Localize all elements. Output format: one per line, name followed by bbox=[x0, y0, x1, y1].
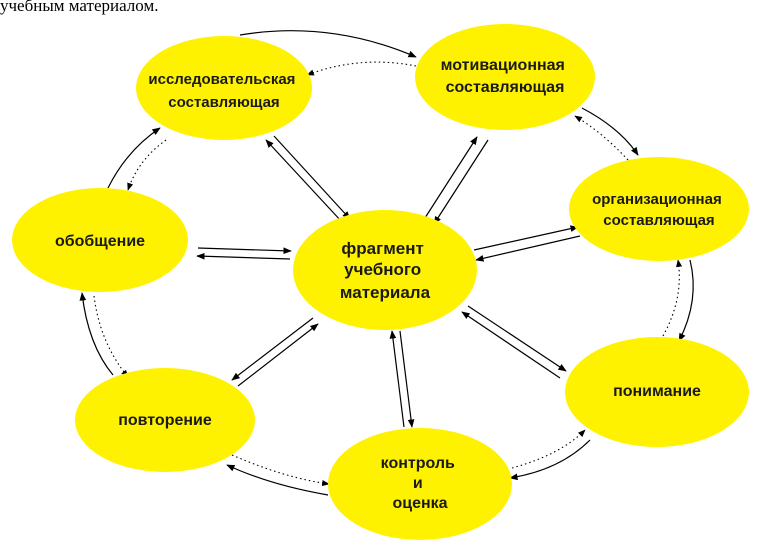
arc-understanding-to-control bbox=[509, 439, 591, 481]
arrow-center-to-organization bbox=[473, 225, 579, 251]
node-center: фрагмент учебного материала bbox=[293, 210, 477, 330]
node-control: контроль и оценка bbox=[328, 428, 512, 540]
node-understanding: понимание bbox=[565, 337, 749, 447]
arrow-center-to-motivation bbox=[422, 136, 478, 222]
arrow-center-to-control bbox=[399, 330, 415, 428]
arc-repetition-to-generalization bbox=[79, 292, 114, 376]
node-understanding-label: понимание bbox=[613, 383, 701, 400]
arc-research-to-motivation bbox=[239, 30, 417, 58]
arc-research-to-generalization-dotted bbox=[127, 139, 167, 191]
arc-generalization-to-repetition-dotted bbox=[93, 295, 129, 378]
arc-organization-to-motivation-dotted bbox=[574, 115, 629, 161]
node-generalization: обобщение bbox=[12, 188, 188, 292]
arc-generalization-to-research bbox=[107, 127, 161, 189]
node-motivation-label: мотивационная составляющая bbox=[441, 57, 570, 96]
arrow-organization-to-center bbox=[475, 235, 581, 262]
arrow-center-to-generalization bbox=[196, 252, 291, 260]
arc-motivation-to-organization bbox=[581, 107, 639, 156]
arc-control-to-understanding-dotted bbox=[511, 429, 586, 469]
arc-motivation-to-research-dotted bbox=[306, 61, 417, 76]
arc-organization-to-understanding bbox=[678, 259, 694, 342]
node-generalization-label: обобщение bbox=[55, 233, 145, 250]
node-repetition-label: повторение bbox=[118, 412, 212, 429]
top-caption: учебным материалом. bbox=[0, 0, 159, 15]
arrow-center-to-research bbox=[265, 139, 343, 223]
node-organization-label: организационная составляющая bbox=[592, 191, 726, 229]
node-motivation: мотивационная составляющая bbox=[415, 24, 595, 130]
node-research-label: исследовательская составляющая bbox=[148, 71, 299, 111]
arrow-center-to-understanding bbox=[467, 305, 567, 372]
node-repetition: повторение bbox=[75, 368, 255, 472]
arrow-repetition-to-center bbox=[237, 323, 319, 387]
arc-understanding-to-organization-dotted bbox=[662, 259, 683, 337]
arc-control-to-repetition bbox=[226, 464, 329, 496]
arc-repetition-to-control-dotted bbox=[231, 454, 330, 487]
node-control-label: контроль и оценка bbox=[381, 455, 460, 512]
node-center-label: фрагмент учебного материала bbox=[340, 239, 431, 302]
arrow-control-to-center bbox=[389, 330, 405, 428]
node-organization: организационная составляющая bbox=[569, 157, 749, 261]
arrow-research-to-center bbox=[273, 135, 351, 220]
arrow-center-to-repetition bbox=[231, 317, 314, 381]
arrow-generalization-to-center bbox=[197, 247, 292, 255]
node-research: исследовательская составляющая bbox=[136, 36, 312, 140]
connectors bbox=[79, 30, 694, 496]
arrow-motivation-to-center bbox=[433, 139, 489, 225]
arrow-understanding-to-center bbox=[461, 311, 561, 379]
